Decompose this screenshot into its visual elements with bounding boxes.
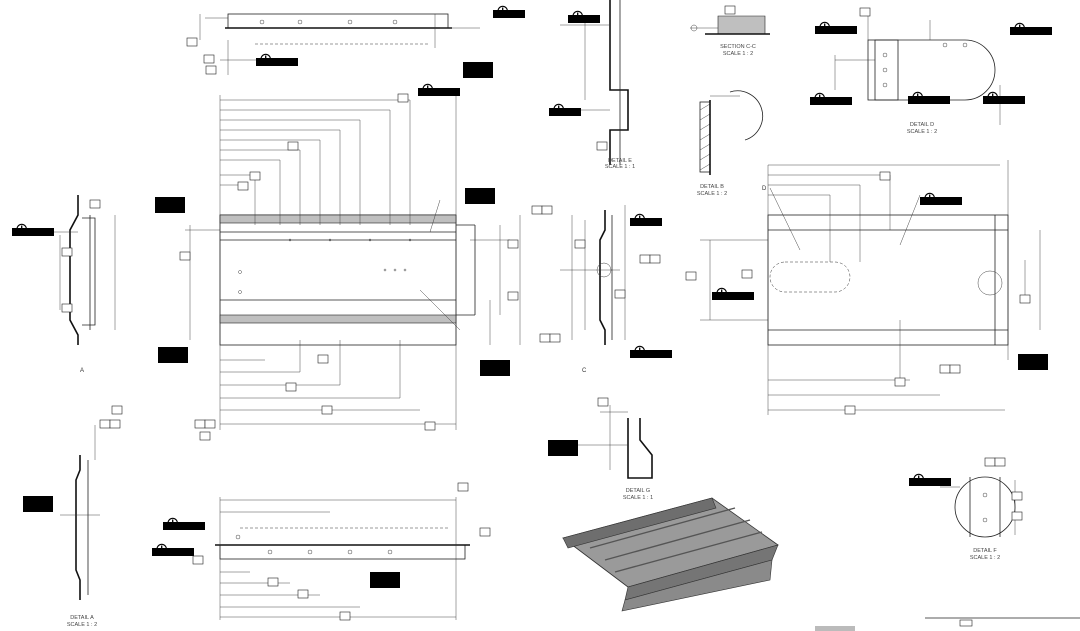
svg-text:DETAIL A: DETAIL A: [70, 615, 94, 621]
side-view-top: [186, 3, 525, 78]
detail-f-view: DETAIL F SCALE 1 : 2: [909, 457, 1023, 561]
svg-text:SCALE 1 : 2: SCALE 1 : 2: [907, 129, 937, 135]
svg-text:SCALE 1 : 2: SCALE 1 : 2: [67, 622, 97, 628]
main-top-view: [155, 81, 521, 441]
svg-text:SECTION C-C: SECTION C-C: [720, 44, 756, 50]
side-view-bottom: [152, 482, 491, 621]
detail-g-view: DETAIL G SCALE 1 : 1: [548, 397, 653, 501]
center-section-profile: C: [531, 205, 672, 374]
section-c-c-view: SECTION C-C SCALE 1 : 2: [690, 5, 770, 57]
left-section-profile: A: [12, 195, 116, 374]
svg-text:DETAIL G: DETAIL G: [626, 488, 650, 494]
svg-text:SCALE 1 : 2: SCALE 1 : 2: [723, 51, 753, 57]
svg-text:DETAIL F: DETAIL F: [973, 548, 997, 554]
svg-text:A: A: [80, 368, 84, 374]
isometric-part-view: [562, 497, 779, 612]
detail-d-view: DETAIL D SCALE 1 : 2: [810, 7, 1052, 135]
title-block-fragment: [815, 617, 1080, 631]
svg-text:DETAIL B: DETAIL B: [700, 184, 724, 190]
svg-text:DETAIL E: DETAIL E: [608, 158, 632, 164]
svg-text:SCALE 1 : 1: SCALE 1 : 1: [605, 164, 635, 170]
detail-b-view: DETAIL B SCALE 1 : 2: [697, 90, 764, 197]
section-e-profile: DETAIL E SCALE 1 : 1: [549, 0, 635, 170]
svg-text:SCALE 1 : 1: SCALE 1 : 1: [623, 495, 653, 501]
svg-text:DETAIL D: DETAIL D: [910, 122, 934, 128]
svg-text:SCALE 1 : 2: SCALE 1 : 2: [697, 191, 727, 197]
right-main-view: D: [685, 160, 1048, 415]
detail-a-view: DETAIL A SCALE 1 : 2: [23, 405, 123, 628]
svg-text:C: C: [582, 368, 587, 374]
svg-text:D: D: [762, 186, 767, 192]
svg-text:SCALE 1 : 2: SCALE 1 : 2: [970, 555, 1000, 561]
